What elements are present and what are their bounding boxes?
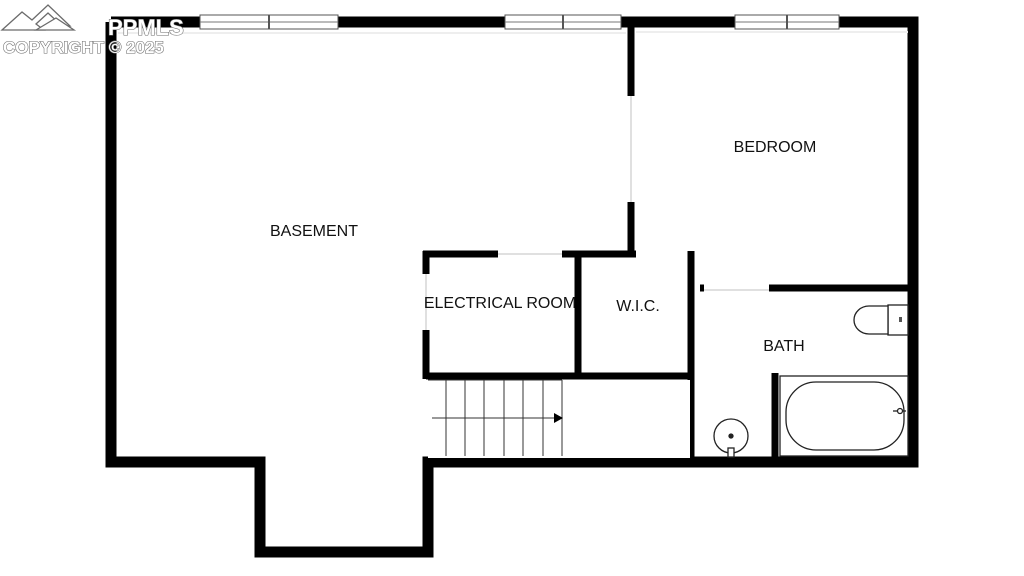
sink-icon (713, 418, 749, 458)
room-label-electrical: ELECTRICAL ROOM (424, 295, 576, 312)
window-right (734, 14, 840, 30)
toilet-icon (853, 304, 909, 336)
room-label-bath: BATH (763, 338, 804, 355)
windows (199, 14, 840, 30)
watermark-brand: PPMLS (108, 15, 184, 40)
stairs-icon (428, 379, 690, 458)
interior-walls (422, 25, 913, 462)
room-label-bedroom: BEDROOM (734, 139, 817, 156)
watermark-copyright: COPYRIGHT © 2025 (3, 38, 164, 57)
bathtub-icon (779, 375, 909, 457)
mountain-logo-icon (0, 4, 77, 31)
door-openings (118, 31, 908, 330)
room-label-wic: W.I.C. (616, 298, 660, 315)
outer-walls (105, 16, 919, 558)
window-middle (504, 14, 622, 30)
window-left (199, 14, 339, 30)
watermark: PPMLS COPYRIGHT © 2025 (0, 4, 184, 58)
room-label-basement: BASEMENT (270, 223, 358, 240)
